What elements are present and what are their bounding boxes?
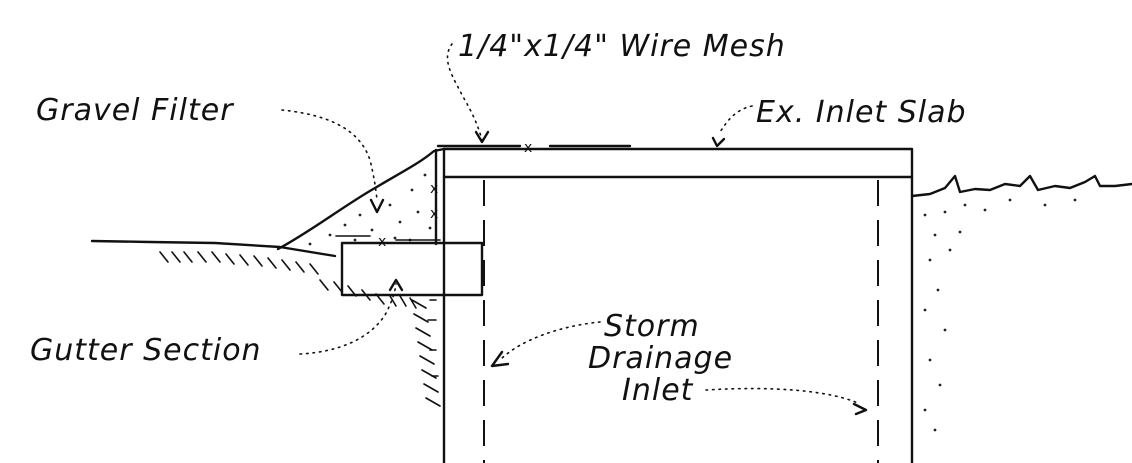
leader-storm-inlet-right bbox=[705, 387, 861, 405]
ground-hatching-left bbox=[159, 251, 417, 309]
soil-hatching-wall bbox=[411, 299, 441, 407]
ground-line-right bbox=[910, 174, 1132, 198]
label-gutter-section: Gutter Section bbox=[30, 333, 262, 368]
soil-stipple-right bbox=[923, 198, 1077, 432]
label-inlet-slab: Ex. Inlet Slab bbox=[756, 95, 967, 130]
leader-inlet-slab bbox=[719, 105, 753, 133]
ground-line-left bbox=[90, 239, 337, 258]
gravel-stipple bbox=[308, 173, 432, 246]
mesh-tie-mark-3: x bbox=[430, 206, 438, 222]
leader-gravel-filter bbox=[281, 109, 378, 201]
wire-mesh-line bbox=[434, 144, 632, 246]
gutter-section-block bbox=[340, 241, 484, 297]
arrow-storm-inlet-right bbox=[852, 402, 868, 416]
leader-gutter-section bbox=[299, 283, 397, 355]
label-storm-line3: Inlet bbox=[622, 373, 694, 408]
label-storm-line2: Drainage bbox=[588, 341, 733, 376]
arrow-inlet-slab bbox=[711, 136, 726, 148]
label-wire-mesh: 1/4"x1/4" Wire Mesh bbox=[458, 29, 786, 64]
inlet-slab bbox=[442, 147, 914, 179]
label-storm-line1: Storm bbox=[604, 309, 700, 344]
gravel-filter-mound bbox=[276, 147, 446, 251]
label-gravel-filter: Gravel Filter bbox=[36, 93, 234, 128]
arrow-storm-inlet-left bbox=[490, 350, 510, 368]
mesh-tie-mark-2: x bbox=[430, 181, 438, 197]
arrow-gravel-filter bbox=[369, 198, 385, 214]
leader-wire-mesh bbox=[446, 43, 483, 141]
leader-storm-inlet-left bbox=[499, 321, 601, 361]
arrow-gutter-section bbox=[388, 278, 404, 292]
gutter-top-line bbox=[335, 235, 441, 241]
arrow-wire-mesh bbox=[474, 130, 490, 144]
gutter-tie-mark: x bbox=[378, 234, 386, 250]
